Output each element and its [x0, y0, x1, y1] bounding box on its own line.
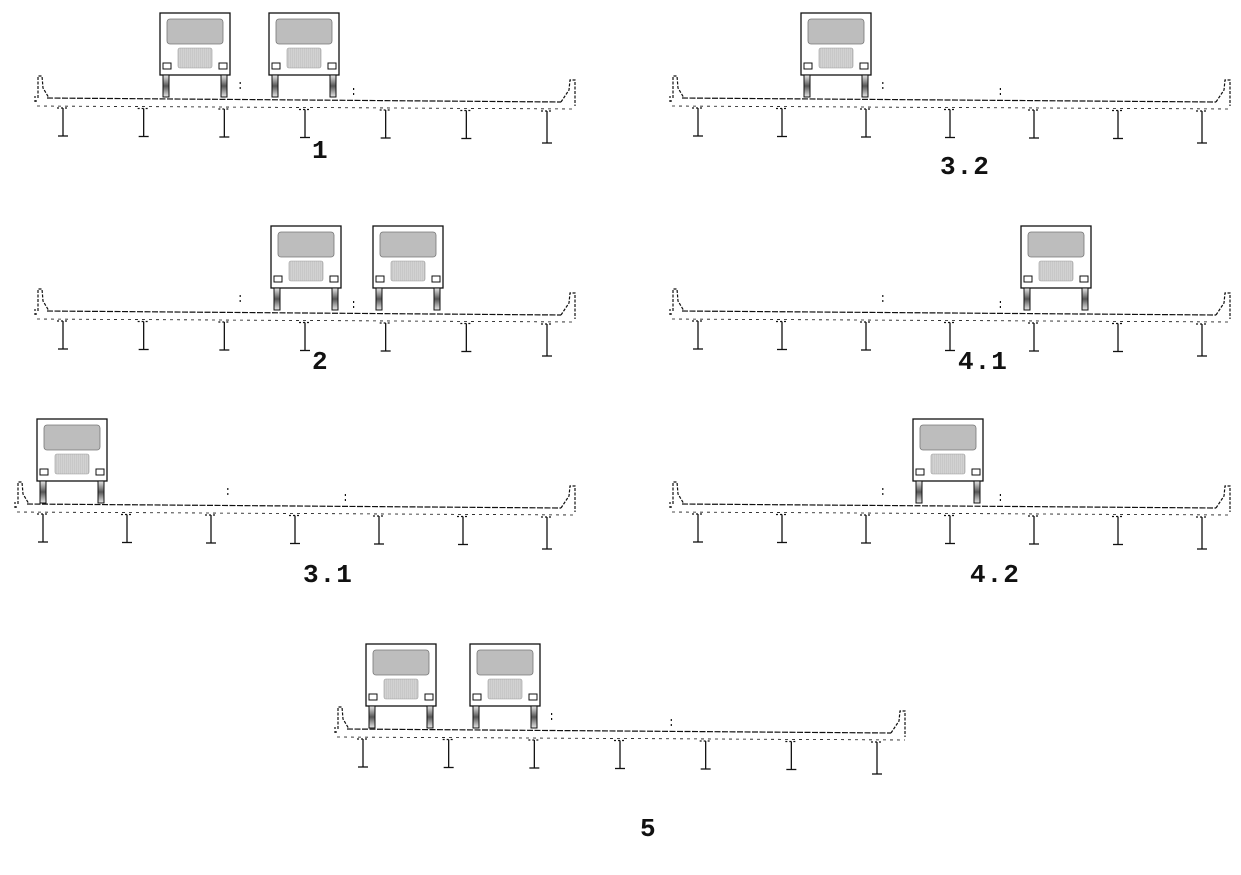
truck-1 [270, 225, 342, 311]
truck-2 [372, 225, 444, 311]
case-label-4-2: 4.2 [970, 560, 1020, 590]
deck-slab [334, 706, 906, 741]
case-label-1: 1 [312, 136, 329, 166]
girders [37, 513, 553, 550]
deck-slab [14, 481, 576, 516]
truck-1 [800, 12, 872, 98]
case-label-3-1: 3.1 [303, 560, 353, 590]
truck-2 [268, 12, 340, 98]
girders [692, 320, 1208, 357]
case-label-4-1: 4.1 [958, 347, 1008, 377]
girders [692, 107, 1208, 144]
truck-1 [1020, 225, 1092, 311]
truck-1 [159, 12, 231, 98]
truck-1 [365, 643, 437, 729]
girders [57, 320, 553, 357]
deck-slab [34, 288, 576, 323]
truck-1 [36, 418, 108, 504]
girders [57, 107, 553, 144]
case-label-5: 5 [640, 814, 657, 844]
truck-2 [469, 643, 541, 729]
truck-1 [912, 418, 984, 504]
case-label-2: 2 [312, 347, 329, 377]
girders [357, 738, 883, 775]
deck-slab [669, 481, 1231, 516]
girders [692, 513, 1208, 550]
deck-slab [34, 75, 576, 110]
deck-slab [669, 288, 1231, 323]
deck-slab [669, 75, 1231, 110]
case-label-3-2: 3.2 [940, 152, 990, 182]
